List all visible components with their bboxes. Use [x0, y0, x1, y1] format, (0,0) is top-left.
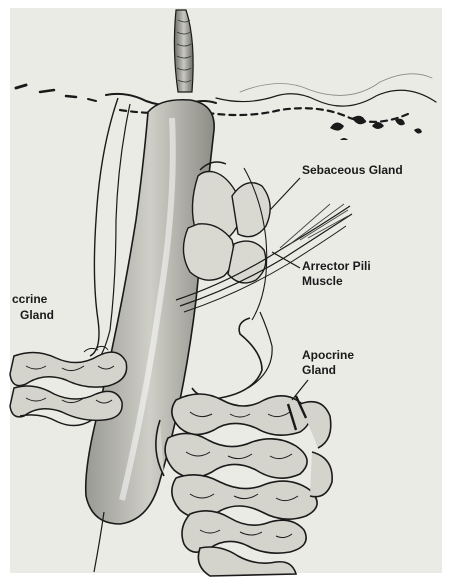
label-sebaceous-gland: Sebaceous Gland [302, 163, 403, 177]
label-arrector-pili-muscle: Muscle [302, 274, 343, 288]
label-eccrine-gland: Gland [20, 308, 54, 322]
label-arrector-pili: Arrector Pili [302, 259, 371, 273]
label-apocrine: Apocrine [302, 348, 354, 362]
label-apocrine-gland: Gland [302, 363, 336, 377]
label-eccrine: ccrine [12, 292, 48, 306]
